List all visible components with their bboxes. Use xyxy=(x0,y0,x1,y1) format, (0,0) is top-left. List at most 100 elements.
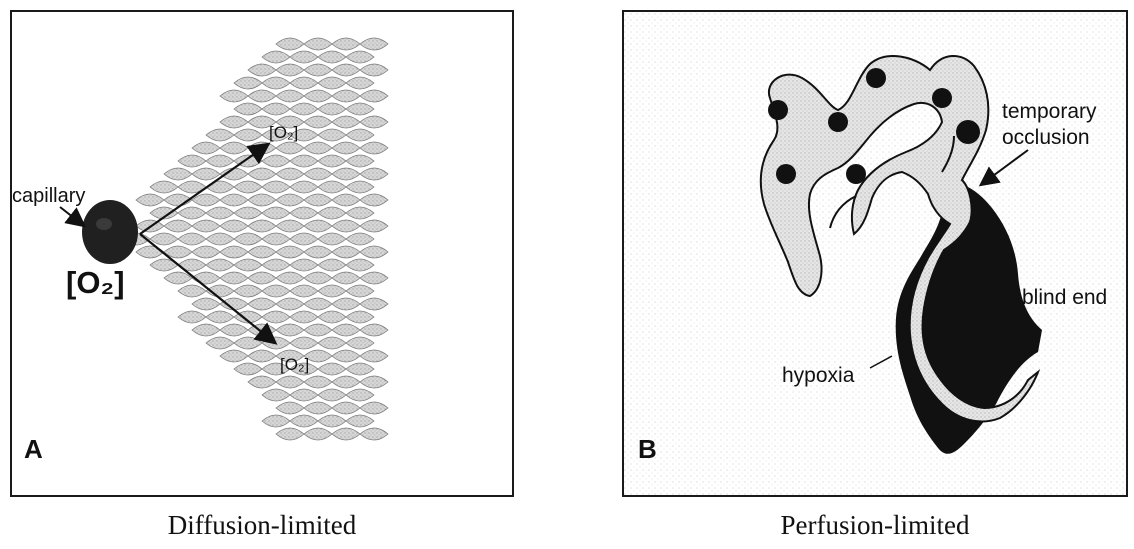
blood-cell xyxy=(846,164,866,184)
tissue-cell xyxy=(276,194,304,206)
tissue-cell xyxy=(220,90,248,102)
tissue-cell xyxy=(290,181,318,193)
capillary-label: capillary xyxy=(12,185,85,207)
tissue-cell xyxy=(248,376,276,388)
tissue-cell xyxy=(318,77,346,89)
tissue-cell xyxy=(360,324,388,336)
tissue-cell xyxy=(136,194,164,206)
tissue-cell xyxy=(332,428,360,440)
tissue-cell xyxy=(360,350,388,362)
tissue-cell xyxy=(332,298,360,310)
o2-upper-label: [O₂] xyxy=(269,123,298,142)
tissue-cell xyxy=(332,246,360,258)
tissue-cell xyxy=(206,311,234,323)
tissue-cell xyxy=(276,142,304,154)
tissue-cell xyxy=(346,181,374,193)
tissue-cell xyxy=(360,168,388,180)
blind-end-label: blind end xyxy=(1022,286,1107,309)
tissue-cell xyxy=(304,64,332,76)
tissue-cell xyxy=(360,38,388,50)
panel-b-perfusion-limited: temporary occlusion blind end hypoxia B xyxy=(622,10,1128,497)
tissue-cell xyxy=(178,155,206,167)
tissue-cell xyxy=(220,246,248,258)
tissue-cell xyxy=(262,207,290,219)
tissue-cell xyxy=(206,233,234,245)
tissue-cell xyxy=(318,233,346,245)
tissue-cell xyxy=(360,90,388,102)
tissue-cell xyxy=(318,389,346,401)
tissue-cell xyxy=(290,51,318,63)
tissue-cell xyxy=(346,207,374,219)
tissue-cell xyxy=(234,337,262,349)
tissue-cell xyxy=(290,415,318,427)
tissue-cell xyxy=(276,298,304,310)
tissue-cell xyxy=(290,337,318,349)
panel-a-diagram: capillary [O₂] [O₂] [O₂] A xyxy=(12,12,512,495)
tissue-cell xyxy=(262,337,290,349)
tissue-cell xyxy=(304,38,332,50)
tissue-cell xyxy=(346,415,374,427)
tissue-cell xyxy=(318,259,346,271)
tissue-cell xyxy=(318,415,346,427)
blood-cell xyxy=(828,112,848,132)
tissue-cell xyxy=(248,350,276,362)
hypoxia-label: hypoxia xyxy=(782,364,855,387)
tissue-cell xyxy=(318,129,346,141)
tissue-cell xyxy=(136,246,164,258)
tissue-cell xyxy=(304,220,332,232)
tissue-cell xyxy=(304,168,332,180)
tissue-cell xyxy=(220,298,248,310)
tissue-cell xyxy=(192,324,220,336)
tissue-cell xyxy=(248,168,276,180)
tissue-cell xyxy=(206,259,234,271)
tissue-cell xyxy=(276,272,304,284)
tissue-cell xyxy=(346,77,374,89)
tissue-cell xyxy=(178,207,206,219)
tissue-cell xyxy=(318,181,346,193)
temporary-label: temporary xyxy=(1002,100,1097,123)
blood-cell xyxy=(866,68,886,88)
tissue-cell xyxy=(150,181,178,193)
tissue-cell xyxy=(332,38,360,50)
tissue-cell xyxy=(304,142,332,154)
tissue-cell xyxy=(262,77,290,89)
tissue-cell xyxy=(192,220,220,232)
o2-lower-label: [O₂] xyxy=(280,355,309,374)
capillary-pointer-arrow xyxy=(60,207,83,225)
tissue-cell xyxy=(206,181,234,193)
tissue-cell xyxy=(234,233,262,245)
tissue-cell xyxy=(262,389,290,401)
tissue-cell xyxy=(304,116,332,128)
tissue-cell xyxy=(248,220,276,232)
tissue-cell xyxy=(346,259,374,271)
panel-b-diagram: temporary occlusion blind end hypoxia B xyxy=(624,12,1126,495)
tissue-cell xyxy=(360,116,388,128)
tissue-cell xyxy=(262,285,290,297)
tissue-cell xyxy=(360,272,388,284)
tissue-cell xyxy=(318,207,346,219)
tissue-cell xyxy=(276,246,304,258)
tissue-cell xyxy=(206,129,234,141)
tissue-cell xyxy=(248,298,276,310)
tissue-cell xyxy=(304,324,332,336)
tissue-cell xyxy=(290,207,318,219)
tissue-cell xyxy=(346,233,374,245)
tissue-cell xyxy=(220,194,248,206)
occluding-blood-cell xyxy=(956,120,980,144)
tissue-cell xyxy=(304,402,332,414)
tissue-cell xyxy=(248,64,276,76)
tissue-cell xyxy=(346,103,374,115)
tissue-cell xyxy=(332,116,360,128)
tissue-cell xyxy=(234,259,262,271)
tissue-cell xyxy=(276,64,304,76)
tissue-cell xyxy=(220,142,248,154)
tissue-cell xyxy=(360,402,388,414)
tissue-cell xyxy=(206,207,234,219)
tissue-cell xyxy=(164,168,192,180)
tissue-cell xyxy=(262,233,290,245)
tissue-cell xyxy=(318,363,346,375)
tissue-cell xyxy=(360,428,388,440)
tissue-cell xyxy=(234,363,262,375)
tissue-cell xyxy=(346,155,374,167)
tissue-cell xyxy=(290,311,318,323)
